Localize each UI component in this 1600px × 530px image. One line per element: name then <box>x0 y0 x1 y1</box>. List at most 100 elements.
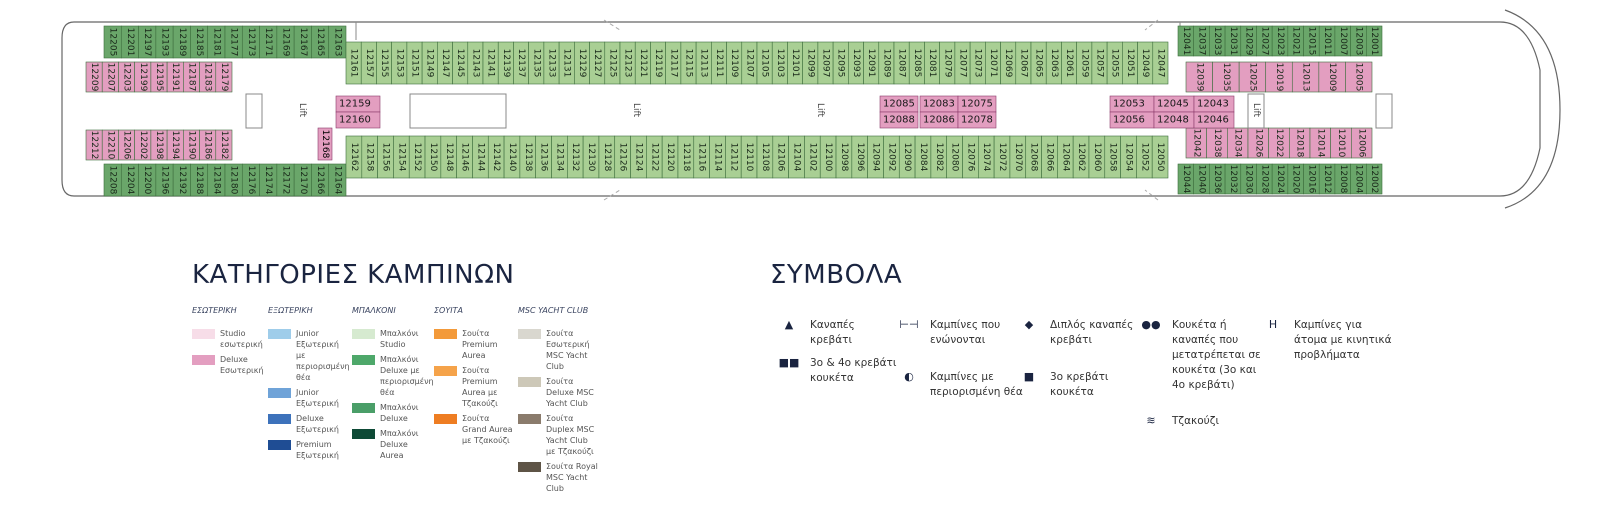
cabin-12085[interactable]: 12085 <box>879 95 919 113</box>
cabin-12043[interactable]: 12043 <box>1193 95 1235 113</box>
cabin-12168[interactable]: 12168 <box>317 127 333 161</box>
cabin-12012[interactable]: 12012 <box>1318 163 1336 195</box>
cabin-12098[interactable]: 12098 <box>835 135 853 179</box>
cabin-12055[interactable]: 12055 <box>1106 41 1123 85</box>
cabin-12115[interactable]: 12115 <box>680 41 697 85</box>
cabin-12187[interactable]: 12187 <box>183 61 200 93</box>
cabin-12101[interactable]: 12101 <box>787 41 803 85</box>
cabin-12169[interactable]: 12169 <box>276 25 295 59</box>
cabin-12124[interactable]: 12124 <box>630 135 647 179</box>
cabin-12088[interactable]: 12088 <box>879 111 919 129</box>
cabin-12146[interactable]: 12146 <box>456 135 473 179</box>
cabin-12010[interactable]: 12010 <box>1330 127 1352 159</box>
cabin-12062[interactable]: 12062 <box>1072 135 1090 179</box>
cabin-12152[interactable]: 12152 <box>408 135 426 179</box>
cabin-12041[interactable]: 12041 <box>1177 25 1194 57</box>
cabin-12072[interactable]: 12072 <box>993 135 1011 179</box>
cabin-12163[interactable]: 12163 <box>328 25 347 59</box>
cabin-12161[interactable]: 12161 <box>345 41 362 85</box>
cabin-12083[interactable]: 12083 <box>919 95 959 113</box>
cabin-12191[interactable]: 12191 <box>166 61 184 93</box>
cabin-12057[interactable]: 12057 <box>1091 41 1108 85</box>
cabin-12102[interactable]: 12102 <box>804 135 821 179</box>
cabin-12122[interactable]: 12122 <box>646 135 663 179</box>
cabin-12195[interactable]: 12195 <box>150 61 168 93</box>
cabin-12063[interactable]: 12063 <box>1045 41 1062 85</box>
cabin-12006[interactable]: 12006 <box>1351 127 1373 159</box>
cabin-12037[interactable]: 12037 <box>1193 25 1210 57</box>
cabin-12155[interactable]: 12155 <box>376 41 392 85</box>
cabin-12171[interactable]: 12171 <box>259 25 278 59</box>
cabin-12135[interactable]: 12135 <box>528 41 545 85</box>
cabin-12004[interactable]: 12004 <box>1350 163 1367 195</box>
cabin-12114[interactable]: 12114 <box>709 135 726 179</box>
cabin-12089[interactable]: 12089 <box>878 41 895 85</box>
cabin-12190[interactable]: 12190 <box>183 129 200 161</box>
cabin-12013[interactable]: 12013 <box>1291 61 1320 93</box>
cabin-12076[interactable]: 12076 <box>962 135 979 179</box>
cabin-12009[interactable]: 12009 <box>1318 61 1346 93</box>
cabin-12202[interactable]: 12202 <box>134 129 152 161</box>
cabin-12024[interactable]: 12024 <box>1271 163 1289 195</box>
cabin-12073[interactable]: 12073 <box>969 41 986 85</box>
cabin-12143[interactable]: 12143 <box>467 41 484 85</box>
cabin-12015[interactable]: 12015 <box>1303 25 1320 57</box>
cabin-12199[interactable]: 12199 <box>134 61 152 93</box>
cabin-12207[interactable]: 12207 <box>101 61 119 93</box>
cabin-12117[interactable]: 12117 <box>665 41 682 85</box>
cabin-12064[interactable]: 12064 <box>1057 135 1074 179</box>
cabin-12011[interactable]: 12011 <box>1318 25 1336 57</box>
cabin-12046[interactable]: 12046 <box>1193 111 1235 129</box>
cabin-12052[interactable]: 12052 <box>1136 135 1153 179</box>
cabin-12033[interactable]: 12033 <box>1209 25 1226 57</box>
cabin-12204[interactable]: 12204 <box>120 163 139 197</box>
cabin-12134[interactable]: 12134 <box>551 135 568 179</box>
cabin-12077[interactable]: 12077 <box>954 41 971 85</box>
cabin-12061[interactable]: 12061 <box>1061 41 1077 85</box>
cabin-12113[interactable]: 12113 <box>695 41 712 85</box>
cabin-12197[interactable]: 12197 <box>138 25 157 59</box>
cabin-12112[interactable]: 12112 <box>725 135 742 179</box>
cabin-12123[interactable]: 12123 <box>619 41 636 85</box>
cabin-12038[interactable]: 12038 <box>1206 127 1228 159</box>
cabin-12068[interactable]: 12068 <box>1025 135 1042 179</box>
cabin-12186[interactable]: 12186 <box>199 129 217 161</box>
cabin-12020[interactable]: 12020 <box>1287 163 1304 195</box>
cabin-12026[interactable]: 12026 <box>1247 127 1269 159</box>
cabin-12045[interactable]: 12045 <box>1153 95 1195 113</box>
cabin-12147[interactable]: 12147 <box>437 41 453 85</box>
cabin-12016[interactable]: 12016 <box>1303 163 1320 195</box>
cabin-12144[interactable]: 12144 <box>472 135 489 179</box>
cabin-12165[interactable]: 12165 <box>311 25 330 59</box>
cabin-12103[interactable]: 12103 <box>771 41 788 85</box>
cabin-12138[interactable]: 12138 <box>519 135 536 179</box>
cabin-12032[interactable]: 12032 <box>1224 163 1242 195</box>
cabin-12110[interactable]: 12110 <box>740 135 758 179</box>
cabin-12164[interactable]: 12164 <box>328 163 347 197</box>
cabin-12035[interactable]: 12035 <box>1212 61 1240 93</box>
cabin-12093[interactable]: 12093 <box>848 41 864 85</box>
cabin-12075[interactable]: 12075 <box>957 95 997 113</box>
cabin-12158[interactable]: 12158 <box>361 135 378 179</box>
cabin-12130[interactable]: 12130 <box>582 135 600 179</box>
cabin-12196[interactable]: 12196 <box>155 163 174 197</box>
cabin-12179[interactable]: 12179 <box>215 61 233 93</box>
cabin-12065[interactable]: 12065 <box>1030 41 1047 85</box>
cabin-12059[interactable]: 12059 <box>1076 41 1093 85</box>
cabin-12042[interactable]: 12042 <box>1185 127 1207 159</box>
cabin-12193[interactable]: 12193 <box>155 25 174 59</box>
cabin-12111[interactable]: 12111 <box>711 41 727 85</box>
cabin-12156[interactable]: 12156 <box>377 135 394 179</box>
cabin-12082[interactable]: 12082 <box>930 135 947 179</box>
cabin-12194[interactable]: 12194 <box>166 129 184 161</box>
cabin-12153[interactable]: 12153 <box>391 41 408 85</box>
cabin-12119[interactable]: 12119 <box>650 41 666 85</box>
cabin-12071[interactable]: 12071 <box>985 41 1001 85</box>
cabin-12118[interactable]: 12118 <box>677 135 695 179</box>
cabin-12180[interactable]: 12180 <box>224 163 243 197</box>
cabin-12104[interactable]: 12104 <box>788 135 805 179</box>
cabin-12039[interactable]: 12039 <box>1185 61 1213 93</box>
cabin-12036[interactable]: 12036 <box>1209 163 1226 195</box>
cabin-12205[interactable]: 12205 <box>103 25 122 59</box>
cabin-12022[interactable]: 12022 <box>1268 127 1290 159</box>
